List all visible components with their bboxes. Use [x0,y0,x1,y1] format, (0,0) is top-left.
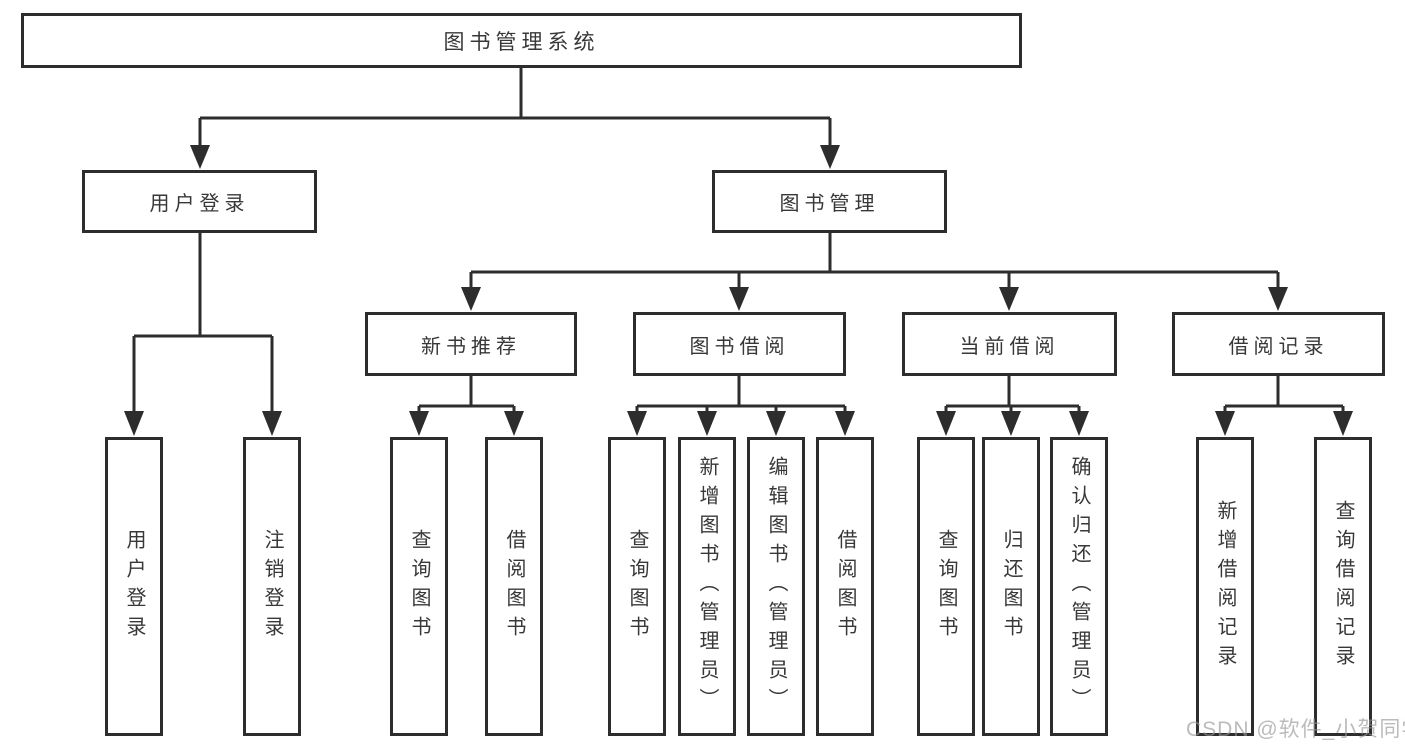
leaf-record-add-borrow-record: 新增借阅记录 [1196,437,1254,736]
leaf-borrow-borrow-book: 借阅图书 [816,437,874,736]
node-user-login: 用户登录 [82,170,317,233]
leaf-current-return-book: 归还图书 [982,437,1040,736]
node-book-management: 图书管理 [712,170,947,233]
node-root-library-system: 图书管理系统 [21,13,1022,68]
leaf-newbook-borrow-book: 借阅图书 [485,437,543,736]
node-borrow-record: 借阅记录 [1172,312,1385,376]
node-book-borrow: 图书借阅 [633,312,846,376]
leaf-newbook-query-book: 查询图书 [390,437,448,736]
node-new-book-recommend: 新书推荐 [365,312,577,376]
leaf-logout: 注销登录 [243,437,301,736]
leaf-current-query-book: 查询图书 [917,437,975,736]
leaf-user-login: 用户登录 [105,437,163,736]
node-current-borrow: 当前借阅 [902,312,1117,376]
leaf-borrow-edit-book-admin: 编辑图书（管理员） [747,437,805,736]
leaf-record-query-borrow-record: 查询借阅记录 [1314,437,1372,736]
csdn-watermark: CSDN @软件_小贺同学 [1186,718,1405,741]
leaf-current-confirm-return-admin: 确认归还（管理员） [1050,437,1108,736]
leaf-borrow-query-book: 查询图书 [608,437,666,736]
leaf-borrow-add-book-admin: 新增图书（管理员） [678,437,736,736]
